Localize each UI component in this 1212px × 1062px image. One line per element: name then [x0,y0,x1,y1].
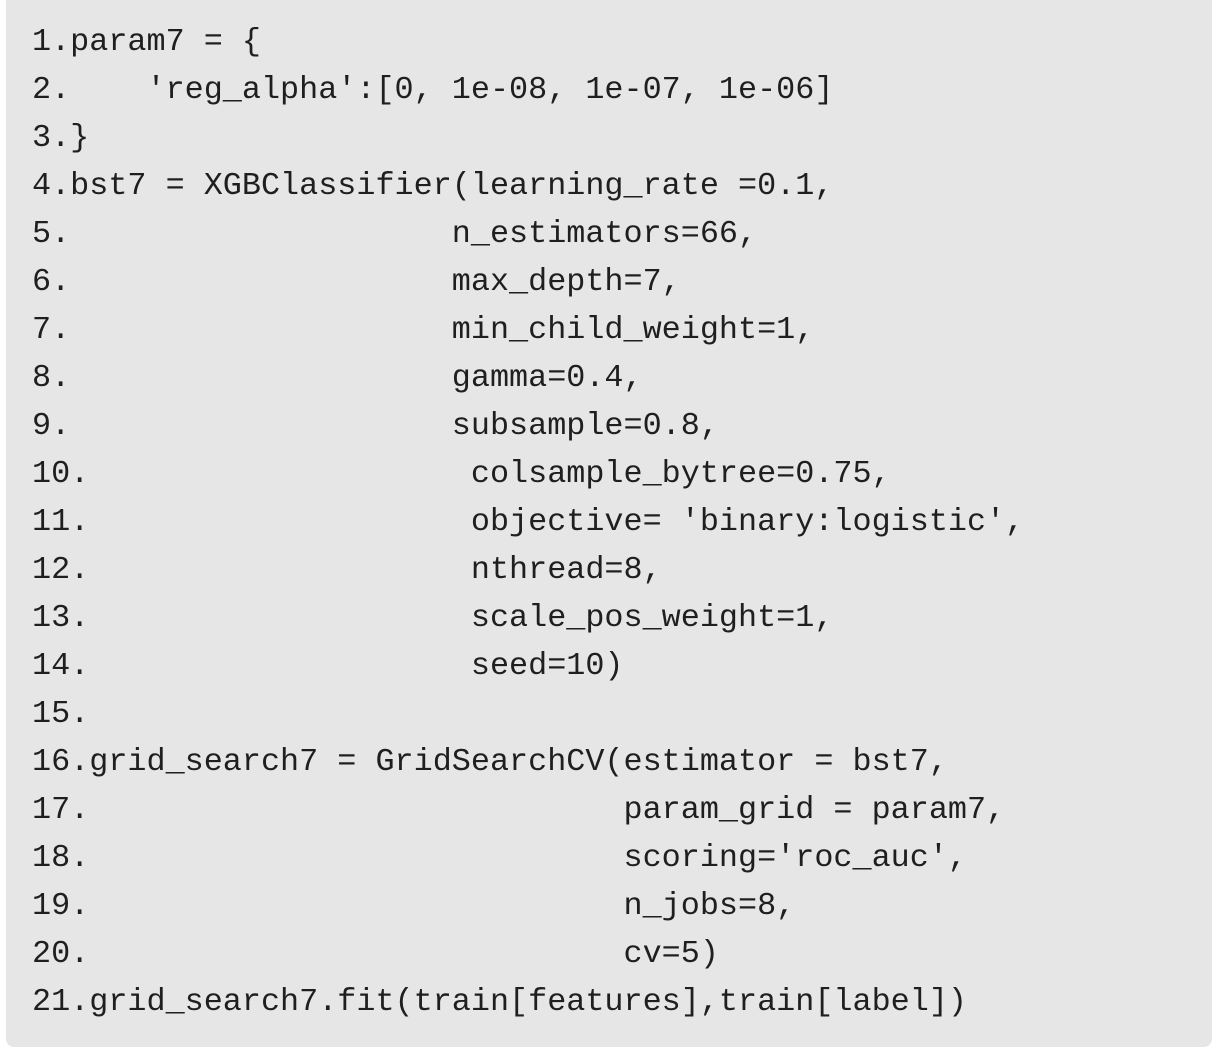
code-line: 13. scale_pos_weight=1, [32,600,834,636]
code-line: 18. scoring='roc_auc', [32,840,967,876]
code-line: 19. n_jobs=8, [32,888,796,924]
code-line: 15. [32,696,90,732]
code-line: 21.grid_search7.fit(train[features],trai… [32,984,967,1020]
code-line: 4.bst7 = XGBClassifier(learning_rate =0.… [32,168,834,204]
code-line: 7. min_child_weight=1, [32,312,815,348]
code-line: 6. max_depth=7, [32,264,681,300]
code-line: 10. colsample_bytree=0.75, [32,456,891,492]
code-line: 2. 'reg_alpha':[0, 1e-08, 1e-07, 1e-06] [32,72,834,108]
code-block: 1.param7 = { 2. 'reg_alpha':[0, 1e-08, 1e… [6,0,1212,1047]
code-line: 9. subsample=0.8, [32,408,719,444]
code-line: 11. objective= 'binary:logistic', [32,504,1025,540]
code-line: 8. gamma=0.4, [32,360,643,396]
code-line: 5. n_estimators=66, [32,216,758,252]
code-line: 20. cv=5) [32,936,719,972]
code-line: 3.} [32,120,90,156]
code-line: 14. seed=10) [32,648,624,684]
code-line: 17. param_grid = param7, [32,792,1006,828]
code-line: 16.grid_search7 = GridSearchCV(estimator… [32,744,948,780]
code-line: 1.param7 = { [32,24,261,60]
code-line: 12. nthread=8, [32,552,662,588]
